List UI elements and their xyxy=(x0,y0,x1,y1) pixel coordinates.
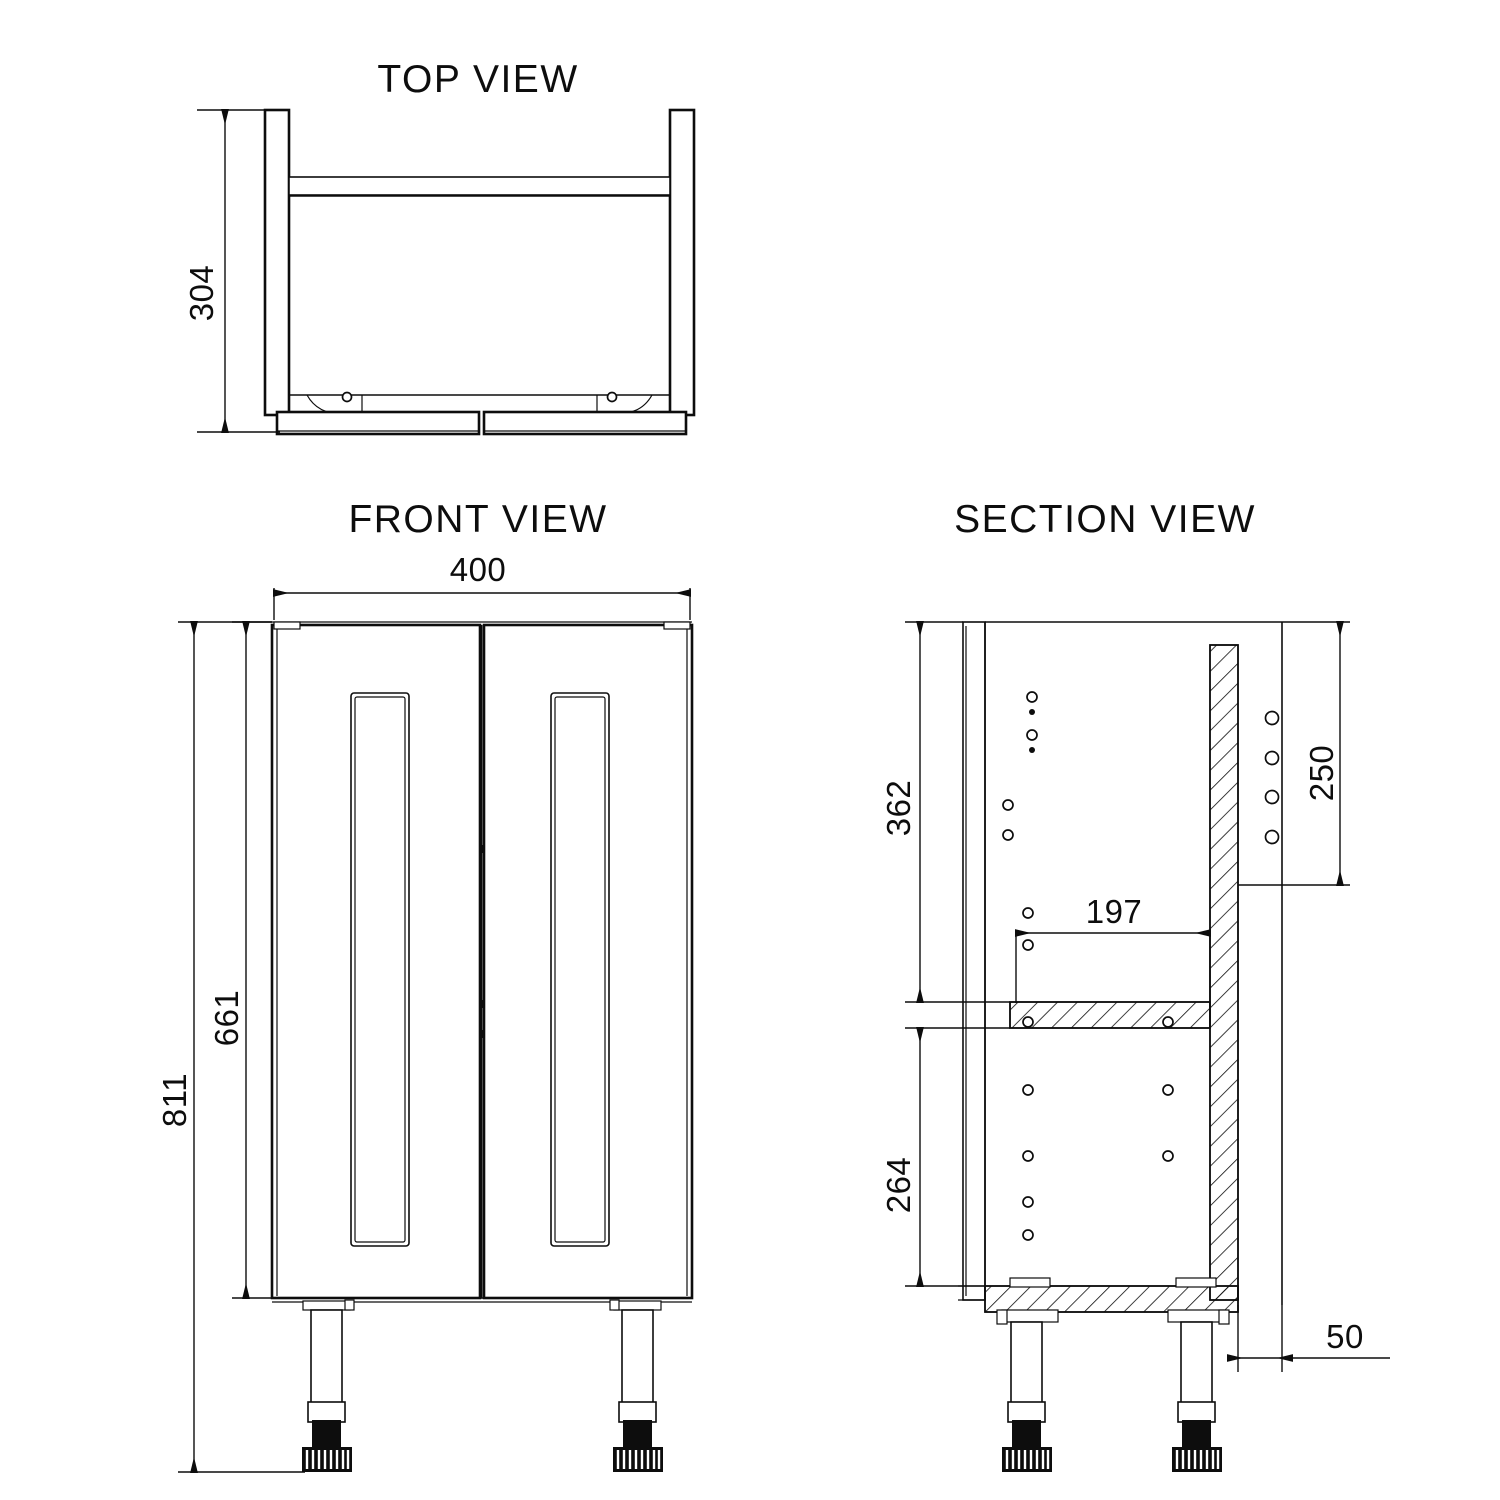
dimension-304: 304 xyxy=(183,109,280,433)
dimension-811-label: 811 xyxy=(156,1073,193,1127)
front-view-title: FRONT VIEW xyxy=(348,498,608,541)
dimension-197-label: 197 xyxy=(1086,893,1143,930)
dimension-362: 362 xyxy=(880,621,1010,1003)
dimension-400-label: 400 xyxy=(450,551,507,588)
section-view-title: SECTION VIEW xyxy=(954,498,1256,541)
dimension-304-label: 304 xyxy=(183,265,220,322)
dimension-50-label: 50 xyxy=(1326,1318,1364,1355)
dimension-400: 400 xyxy=(273,551,691,620)
top-view-title: TOP VIEW xyxy=(377,58,579,101)
dimension-250: 250 xyxy=(1238,621,1350,886)
dimension-362-label: 362 xyxy=(880,780,917,837)
dimension-50: 50 xyxy=(1227,1305,1390,1372)
front-leg-right xyxy=(609,1299,663,1472)
front-leg-left xyxy=(302,1299,355,1472)
dimension-250-label: 250 xyxy=(1303,745,1340,802)
section-leg-left xyxy=(996,1277,1059,1472)
dimension-197: 197 xyxy=(1015,893,1211,1003)
section-leg-right xyxy=(1167,1277,1230,1472)
front-view-geometry xyxy=(270,621,694,1472)
dimension-661-label: 661 xyxy=(208,990,245,1047)
top-view-geometry xyxy=(263,108,696,436)
section-view-geometry xyxy=(958,621,1283,1472)
dimension-264: 264 xyxy=(880,1027,1010,1287)
dimension-264-label: 264 xyxy=(880,1157,917,1214)
dimension-661: 661 xyxy=(208,621,272,1299)
